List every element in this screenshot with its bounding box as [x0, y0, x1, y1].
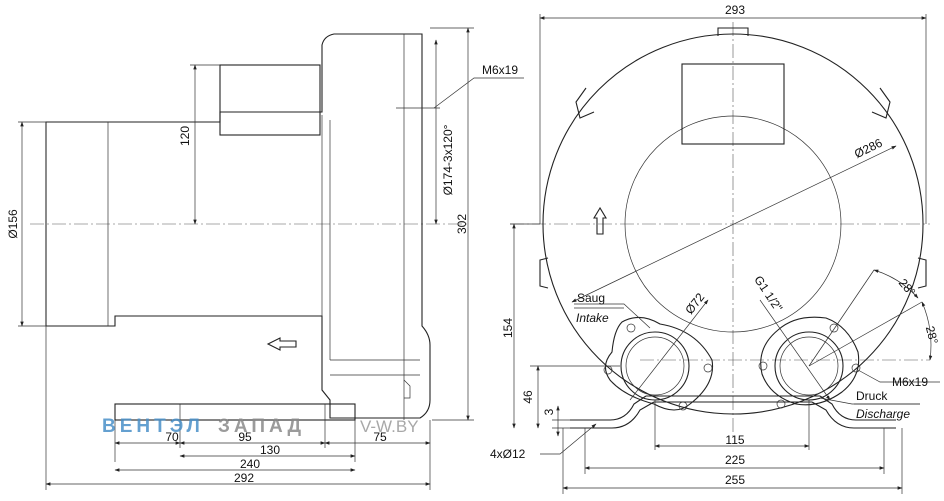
- dim-side-292: 292: [234, 471, 254, 485]
- front-view: 293 Ø286 Ø72 G1 1/2" 28° 28° M6x19 Saug …: [490, 3, 941, 494]
- dim-side-75: 75: [373, 430, 387, 444]
- base-plate: [114, 403, 356, 421]
- discharge-label-de: Druck: [856, 389, 888, 403]
- dim-front-width: 293: [725, 3, 745, 17]
- dim-front-foot-inner: 225: [725, 453, 745, 467]
- dim-front-angle-b: 28°: [923, 325, 941, 346]
- dim-front-axis-height: 154: [501, 318, 515, 338]
- front-thread-label: M6x19: [892, 375, 928, 389]
- discharge-label-en: Discharge: [856, 407, 910, 421]
- dim-front-port-thread: G1 1/2": [751, 273, 785, 314]
- watermark: ВЕНТЭЛ ЗАПАД V-W.BY: [102, 416, 419, 437]
- dim-side-motor-height: 120: [178, 126, 192, 146]
- watermark-brand-a: ВЕНТЭЛ: [102, 416, 204, 437]
- dim-front-port-spacing: 115: [725, 433, 744, 447]
- intake-flange: [604, 316, 714, 411]
- dim-side-130: 130: [260, 443, 280, 457]
- dim-side-total-height: 302: [455, 214, 469, 234]
- dim-side-diameter: Ø156: [6, 209, 20, 239]
- front-flow-arrow: [593, 206, 607, 235]
- front-feet: [570, 395, 896, 429]
- discharge-flange: [760, 316, 860, 406]
- intake-label-en: Intake: [576, 311, 609, 325]
- dim-front-mount-holes: 4xØ12: [490, 447, 526, 461]
- dim-front-port-diameter: Ø72: [682, 290, 707, 317]
- dim-front-housing-diameter: Ø286: [852, 136, 885, 162]
- dim-front-foot-outer: 255: [725, 473, 745, 487]
- intake-label-de: Saug: [577, 291, 605, 305]
- dim-side-240: 240: [240, 457, 260, 471]
- intake-port: [620, 331, 690, 401]
- side-housing-outline: [45, 33, 431, 419]
- dim-side-70: 70: [165, 430, 179, 444]
- watermark-brand-b: ЗАПАД: [218, 416, 305, 437]
- watermark-site: V-W.BY: [360, 417, 419, 436]
- side-thread-label: M6x19: [482, 63, 518, 77]
- dim-side-95: 95: [238, 430, 252, 444]
- terminal-box: [219, 64, 321, 136]
- dim-front-port-height: 46: [521, 390, 535, 404]
- side-view: Ø156 120 302 Ø174-3x120° M6x19 70 95 75 …: [6, 27, 524, 490]
- housing-circle: [542, 33, 924, 415]
- flow-direction-arrow: [266, 337, 297, 351]
- dim-side-flange-circle: Ø174-3x120°: [441, 124, 455, 195]
- front-terminal-box: [681, 63, 785, 145]
- dim-front-foot-height: 3: [542, 408, 556, 415]
